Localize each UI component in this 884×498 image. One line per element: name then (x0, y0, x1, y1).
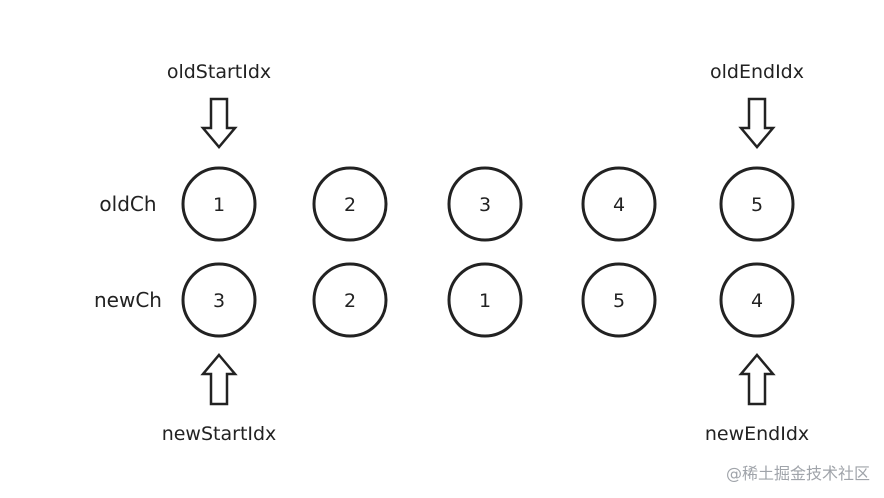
node-circle (181, 262, 257, 338)
new-start-idx-label: newStartIdx (162, 423, 277, 445)
old-start-down-arrow-icon (200, 97, 238, 149)
node-circle (312, 262, 388, 338)
new-ch-node: 5 (581, 262, 657, 338)
node-label: 5 (751, 194, 763, 216)
new-ch-node: 4 (719, 262, 795, 338)
node-circle (447, 262, 523, 338)
old-ch-node: 5 (719, 166, 795, 242)
node-label: 4 (613, 194, 625, 216)
node-label: 2 (344, 194, 356, 216)
old-ch-node: 2 (312, 166, 388, 242)
new-ch-row-label: newCh (94, 288, 162, 312)
new-ch-node: 2 (312, 262, 388, 338)
old-ch-node: 4 (581, 166, 657, 242)
node-circle (719, 166, 795, 242)
node-circle (312, 166, 388, 242)
node-circle (719, 262, 795, 338)
node-circle (181, 166, 257, 242)
node-circle (581, 166, 657, 242)
node-label: 3 (479, 194, 491, 216)
old-end-idx-label: oldEndIdx (710, 61, 804, 83)
old-ch-node: 1 (181, 166, 257, 242)
node-label: 1 (213, 194, 225, 216)
old-ch-node: 3 (447, 166, 523, 242)
node-label: 2 (344, 290, 356, 312)
node-label: 4 (751, 290, 763, 312)
new-end-idx-label: newEndIdx (705, 423, 809, 445)
watermark: @稀土掘金技术社区 (725, 464, 870, 483)
node-circle (581, 262, 657, 338)
new-end-up-arrow-icon (738, 353, 776, 406)
new-ch-node: 3 (181, 262, 257, 338)
old-start-idx-label: oldStartIdx (167, 61, 271, 83)
node-label: 5 (613, 290, 625, 312)
node-circle (447, 166, 523, 242)
node-label: 3 (213, 290, 225, 312)
node-label: 1 (479, 290, 491, 312)
old-end-down-arrow-icon (738, 97, 776, 149)
old-ch-row-label: oldCh (99, 192, 156, 216)
new-start-up-arrow-icon (200, 353, 238, 406)
new-ch-node: 1 (447, 262, 523, 338)
